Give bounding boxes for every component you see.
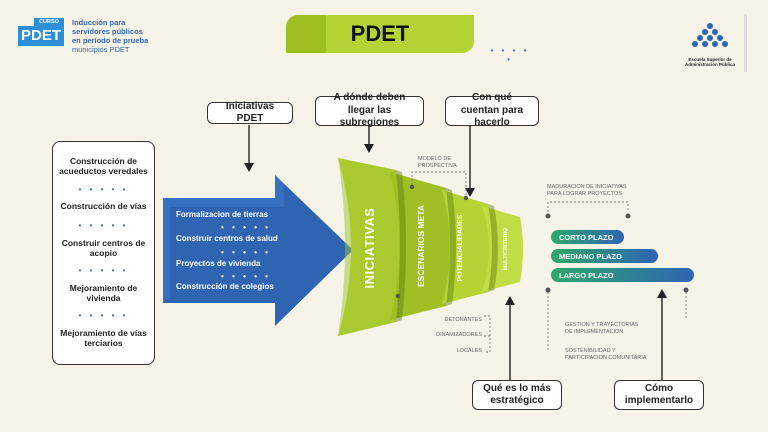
pill-mediano: MEDIANO PLAZO [559,251,622,261]
label-modelo: MODELO DE PROSPECTIVA [418,156,457,170]
course-badge-top: CURSO [34,18,64,26]
funnel [338,158,523,336]
callout-como: Cómo implementarlo [614,380,704,410]
esap-logo-line2: Administración Pública [684,62,735,67]
label-sostenibilidad: SOSTENIBILIDAD Y PARTICIPACION COMUNITAR… [565,348,647,362]
arrow-dots-1: • • • • • [221,223,271,232]
title-banner-shadow [286,15,326,53]
course-title-line2: servidores públicos [72,27,143,36]
funnel-label-potencialidades: POTENCIALIDADES [457,214,464,282]
label-locales: LOCALES [456,348,482,354]
left-item-2: Construcción de vías [60,201,147,211]
left-dots-4: • • • • • [78,311,129,320]
left-list: Construcción de acueductos veredales • •… [52,141,155,365]
label-maduracion: MADURACION DE INICIATIVAS PARA LOGRAR PR… [547,184,627,198]
big-arrow [163,175,353,326]
left-item-4: Mejoramiento de vivienda [69,283,138,304]
dashed-connectors [397,171,687,353]
pill-largo-bg [551,268,694,282]
funnel-label-escenarios: ESCENARIOS META [416,204,426,288]
label-detonantes: DETONANTES [444,317,483,323]
pill-corto-bg [551,230,624,244]
esap-logo-line1: Escuela Superior de [688,57,732,62]
funnel-label-multicriterio: MULTICRITERIO [503,227,509,271]
title-banner: PDET [286,15,474,53]
callout-quees: Qué es lo más estratégico [472,380,562,410]
left-item-1: Construcción de acueductos veredales [59,156,148,177]
arrow-dots-2: • • • • • [221,248,271,257]
label-gestion: GESTION Y TRAYECTORIAS DE IMPLEMENTACION [565,322,639,336]
funnel-label-iniciativas: INICIATIVAS [362,207,377,289]
pill-corto: CORTO PLAZO [559,232,614,242]
left-dots-3: • • • • • [78,266,129,275]
arrow-item-4: Construcción de colegios [176,282,274,291]
left-item-3: Construir centros de acopio [61,238,146,259]
callout-adonde: A dónde deben llegar las subregiones [315,92,424,128]
label-dinamizadores: DINAMIZADORES [436,332,482,338]
vertical-stripe [744,14,747,72]
course-badge: CURSO PDET [18,18,64,46]
arrow-item-1: Formalizacion de tierras [176,210,269,219]
connector-dots [395,184,689,299]
course-title: Inducción para servidores públicos en pe… [72,18,148,54]
esap-logo: Escuela Superior de Administración Públi… [680,22,740,67]
arrow-item-3: Proyectos de vivienda [176,259,261,268]
arrow-item-2: Construir centros de salud [176,234,278,243]
course-title-line3: en período de prueba [72,36,149,45]
title-dots: • • • • • [490,46,530,64]
left-dots-2: • • • • • [78,221,129,230]
left-item-5: Mejoramiento de vías terciarios [60,328,147,349]
course-title-line1: Inducción para [72,18,126,27]
pill-largo: LARGO PLAZO [559,270,614,280]
arrow-dots-3: • • • • • [221,272,271,281]
callout-iniciativas: Iniciativas PDET [207,101,293,124]
callout-arrows [244,125,667,380]
course-title-line4: municipios PDET [72,45,130,54]
esap-logo-icon [692,23,728,47]
page-title: PDET [350,21,410,46]
left-dots-1: • • • • • [78,185,129,194]
callout-conque: Con qué cuentan para hacerlo [445,92,539,128]
pill-mediano-bg [551,249,658,263]
course-badge-main: PDET [18,26,64,46]
